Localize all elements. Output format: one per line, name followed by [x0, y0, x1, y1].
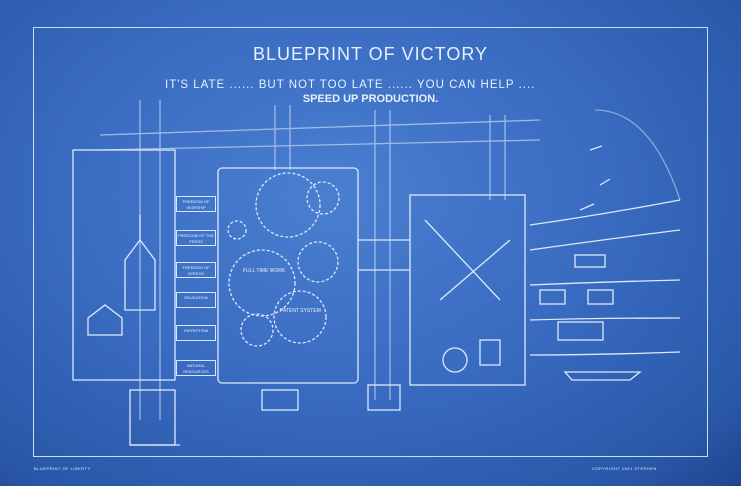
church-drawing	[124, 215, 156, 311]
left-cabinet	[72, 149, 176, 381]
gear-label-full-time-work: FULL TIME WORK	[243, 268, 286, 274]
left-pedestal	[129, 389, 176, 446]
poster-border	[33, 27, 708, 457]
drawer-speech: FREEDOM OF SPEECH	[176, 262, 216, 278]
drawer-press: FREEDOM OF THE PRESS	[176, 230, 216, 246]
poster-subtitle: IT'S LATE ...... BUT NOT TOO LATE ......…	[165, 79, 536, 91]
call-to-action: SPEED UP PRODUCTION.	[302, 93, 439, 105]
weapons-output	[529, 109, 681, 381]
house-drawing	[87, 304, 123, 336]
drawer-worship: FREEDOM OF WORSHIP	[176, 196, 216, 212]
steel-beams	[99, 100, 541, 420]
drawer-patriotism: PATRIOTISM	[176, 325, 216, 341]
drawer-natural-resources: NATURAL RESOURCES	[176, 360, 216, 376]
footer-left: BLUEPRINT OF LIBERTY	[34, 466, 91, 471]
center-machine	[217, 167, 359, 384]
drawer-education: EDUCATION	[176, 292, 216, 308]
tools-pile	[424, 219, 511, 373]
gear-label-patent: PATENT SYSTEM	[280, 308, 321, 314]
right-hopper	[409, 194, 526, 386]
poster-title: BLUEPRINT OF VICTORY	[252, 44, 489, 64]
gears	[227, 172, 340, 347]
footer-right: COPYRIGHT 1941 STEPHEN	[592, 466, 657, 471]
